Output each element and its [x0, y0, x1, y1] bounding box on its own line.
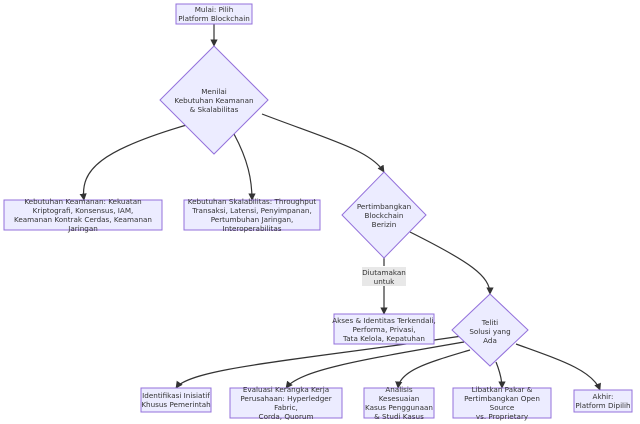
edge-assess-permissioned [261, 113, 385, 173]
edge-research-government [175, 335, 463, 389]
edge-permissioned-research [409, 231, 494, 295]
edges [79, 24, 601, 391]
node-government: Identifikasi Inisiatif Khusus Pemerintah [141, 391, 211, 409]
node-permissioned-diamond [341, 171, 427, 259]
node-security-box [3, 199, 163, 231]
node-start-box [175, 3, 253, 25]
node-security: Kebutuhan Keamanan: Kekuatan Kriptografi… [14, 197, 152, 233]
node-usecases: Analisis Kesesuaian Kasus Penggunaan & S… [365, 385, 433, 421]
node-access-box [333, 313, 435, 345]
node-scalability: Kebutuhan Skalabilitas: Throughput Trans… [187, 197, 317, 233]
node-assess-diamond [159, 45, 269, 155]
node-frameworks: Evaluasi Kerangka Kerja Perusahaan: Hype… [240, 385, 332, 421]
node-research: Teliti Solusi yang Ada [469, 317, 511, 345]
edge-research-experts [495, 361, 506, 389]
node-experts-box [452, 387, 552, 419]
nodes [3, 3, 633, 419]
node-start: Mulai: Pilih Platform Blockchain [178, 5, 250, 23]
edge-research-frameworks [285, 341, 465, 389]
edge-assess-security [79, 123, 191, 201]
edge-research-usecases [395, 349, 471, 389]
node-usecases-box [363, 387, 435, 419]
node-government-box [140, 387, 212, 413]
edge-label-prioritized-for: Diutamakan untuk [362, 267, 406, 286]
node-research-diamond [451, 293, 529, 367]
node-permissioned: Pertimbangkan Blockchain Berizin [356, 201, 412, 229]
edge-assess-scalability [233, 133, 256, 201]
node-experts: Libatkan Pakar & Pertimbangkan Open Sour… [464, 385, 540, 421]
node-access: Akses & Identitas Terkendali, Performa, … [332, 315, 436, 343]
node-assess: Menilai Kebutuhan Keamanan & Skalabilita… [174, 86, 254, 114]
node-end-box [573, 389, 633, 413]
node-scalability-box [183, 199, 321, 231]
node-end: Akhir: Platform Dipilih [575, 392, 631, 410]
edge-research-end [515, 343, 601, 391]
node-frameworks-box [229, 387, 343, 419]
